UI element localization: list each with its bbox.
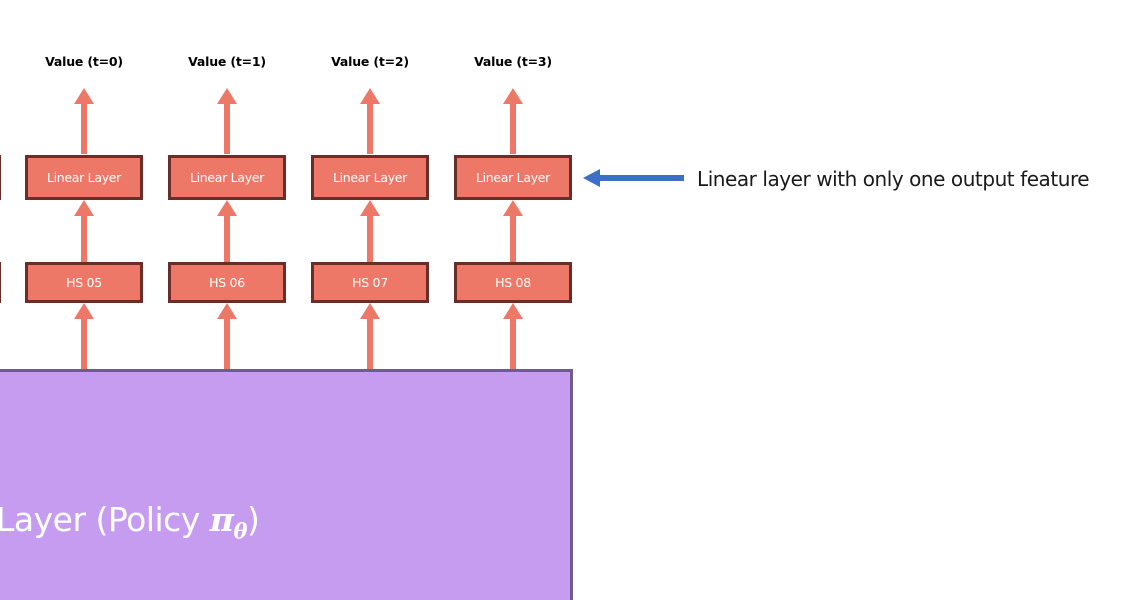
- linear-layer-box-t1[interactable]: Linear Layer: [168, 155, 286, 200]
- linear-layer-box-t3[interactable]: Linear Layer: [454, 155, 572, 200]
- arrow-linear-to-value-t2: [360, 88, 380, 154]
- arrow-policy-to-hs-t3: [503, 303, 523, 369]
- arrow-linear-to-value-t0: [74, 88, 94, 154]
- arrowhead-icon: [217, 200, 237, 216]
- policy-layer-label-text: Layer (Policy: [0, 500, 210, 539]
- value-label-t2: Value (t=2): [331, 54, 409, 69]
- value-label-t3: Value (t=3): [474, 54, 552, 69]
- policy-layer-label: Layer (Policy πθ): [0, 500, 260, 544]
- arrow-shaft: [510, 317, 516, 369]
- arrow-shaft: [367, 317, 373, 369]
- arrow-hs-to-linear-t2: [360, 200, 380, 262]
- arrow-shaft: [81, 317, 87, 369]
- arrow-linear-to-value-t3: [503, 88, 523, 154]
- arrow-shaft: [81, 102, 87, 154]
- hidden-state-box-hs08[interactable]: HS 08: [454, 262, 572, 303]
- hidden-state-box-hs07[interactable]: HS 07: [311, 262, 429, 303]
- arrow-hs-to-linear-t0: [74, 200, 94, 262]
- arrowhead-icon: [217, 88, 237, 104]
- arrowhead-icon: [583, 169, 600, 187]
- policy-label-tail: ): [246, 500, 260, 539]
- annotation-arrow-left: [583, 169, 684, 187]
- arrowhead-icon: [360, 200, 380, 216]
- arrowhead-icon: [503, 303, 523, 319]
- linear-layer-box-clipped: [0, 155, 1, 200]
- hidden-state-box-clipped: [0, 262, 1, 303]
- arrow-shaft: [81, 214, 87, 262]
- arrow-shaft: [224, 214, 230, 262]
- policy-theta-subscript: θ: [233, 518, 247, 544]
- arrow-shaft: [367, 102, 373, 154]
- linear-layer-box-t2[interactable]: Linear Layer: [311, 155, 429, 200]
- arrow-shaft: [599, 175, 684, 181]
- arrow-policy-to-hs-t1: [217, 303, 237, 369]
- arrow-shaft: [224, 317, 230, 369]
- arrowhead-icon: [503, 200, 523, 216]
- arrowhead-icon: [74, 200, 94, 216]
- arrowhead-icon: [74, 88, 94, 104]
- hidden-state-box-hs05[interactable]: HS 05: [25, 262, 143, 303]
- value-label-t1: Value (t=1): [188, 54, 266, 69]
- arrowhead-icon: [360, 88, 380, 104]
- arrowhead-icon: [74, 303, 94, 319]
- arrow-shaft: [510, 102, 516, 154]
- arrow-hs-to-linear-t1: [217, 200, 237, 262]
- arrowhead-icon: [503, 88, 523, 104]
- hidden-state-box-hs06[interactable]: HS 06: [168, 262, 286, 303]
- arrow-shaft: [224, 102, 230, 154]
- linear-layer-box-t0[interactable]: Linear Layer: [25, 155, 143, 200]
- policy-pi-symbol: π: [209, 500, 234, 539]
- arrow-policy-to-hs-t2: [360, 303, 380, 369]
- arrow-shaft: [367, 214, 373, 262]
- arrow-policy-to-hs-t0: [74, 303, 94, 369]
- arrow-shaft: [510, 214, 516, 262]
- policy-layer-block[interactable]: [0, 369, 573, 600]
- arrow-linear-to-value-t1: [217, 88, 237, 154]
- value-label-t0: Value (t=0): [45, 54, 123, 69]
- annotation-label-linear-layer: Linear layer with only one output featur…: [697, 167, 1090, 191]
- arrow-hs-to-linear-t3: [503, 200, 523, 262]
- arrowhead-icon: [360, 303, 380, 319]
- arrowhead-icon: [217, 303, 237, 319]
